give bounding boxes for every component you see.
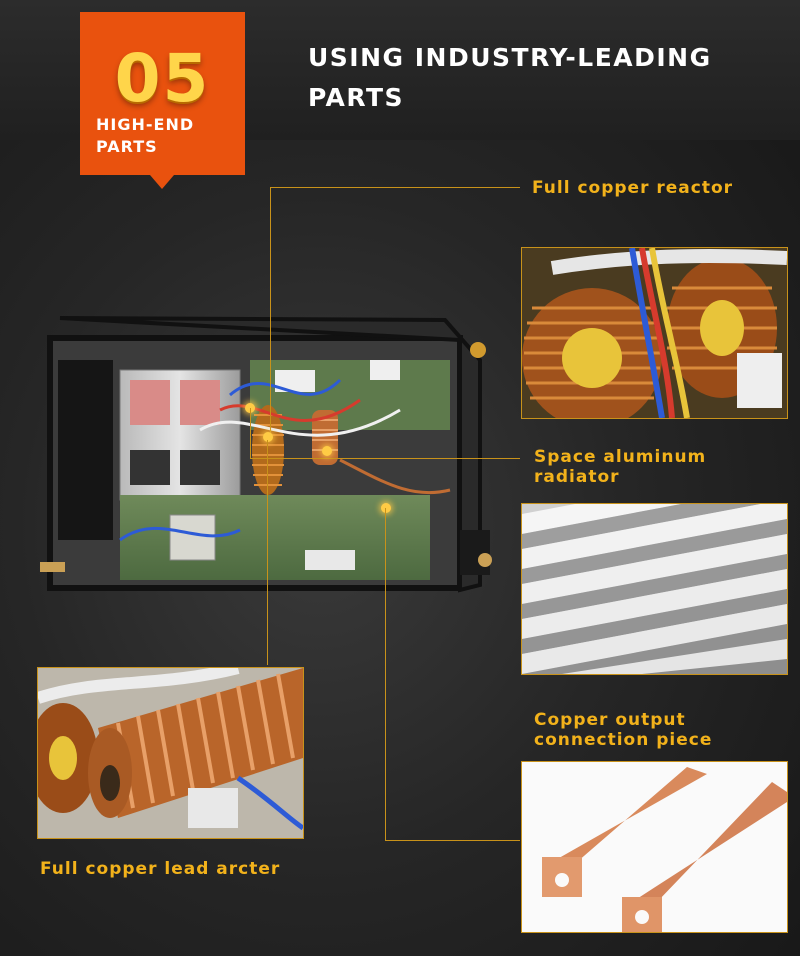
aluminum-radiator-image	[522, 504, 787, 674]
badge-number: 05	[114, 40, 211, 117]
callout-line-output-v	[385, 508, 386, 840]
badge-subtitle: HIGH-END PARTS	[96, 114, 236, 158]
callout-line-reactor-v	[270, 187, 271, 437]
callout-dot-output	[381, 503, 391, 513]
callout-line-output-h	[385, 840, 520, 841]
label-space-aluminum-radiator: Space aluminum radiator	[534, 447, 706, 487]
callout-line-lead-v	[267, 440, 268, 665]
callout-line-radiator-h	[250, 458, 520, 459]
callout-dot-reactor	[263, 432, 273, 442]
label-copper-output-connection-piece: Copper output connection piece	[534, 710, 712, 750]
badge-subtitle-line1: HIGH-END	[96, 115, 195, 134]
headline-line2: PARTS	[308, 83, 405, 112]
label-output-line2: connection piece	[534, 730, 713, 750]
photo-copper-reactor	[521, 247, 788, 419]
label-full-copper-reactor: Full copper reactor	[532, 178, 734, 198]
headline-line1: USING INDUSTRY-LEADING	[308, 43, 712, 72]
label-radiator-line1: Space aluminum	[534, 447, 707, 467]
copper-output-image	[522, 762, 787, 932]
photo-aluminum-radiator	[521, 503, 788, 675]
callout-line-radiator-v	[250, 408, 251, 458]
photo-copper-output-piece	[521, 761, 788, 933]
section-badge: 05 HIGH-END PARTS	[80, 12, 245, 189]
photo-copper-lead-arcter	[37, 667, 304, 839]
callout-line-reactor-h	[270, 187, 520, 188]
welder-internal-illustration	[40, 316, 492, 593]
copper-reactor-image	[522, 248, 787, 418]
label-full-copper-lead-arcter: Full copper lead arcter	[40, 859, 281, 879]
label-radiator-line2: radiator	[534, 467, 620, 487]
callout-dot-lead	[322, 446, 332, 456]
copper-lead-image	[38, 668, 303, 838]
badge-subtitle-line2: PARTS	[96, 137, 158, 156]
label-output-line1: Copper output	[534, 710, 686, 730]
page-headline: USING INDUSTRY-LEADING PARTS	[308, 38, 778, 118]
